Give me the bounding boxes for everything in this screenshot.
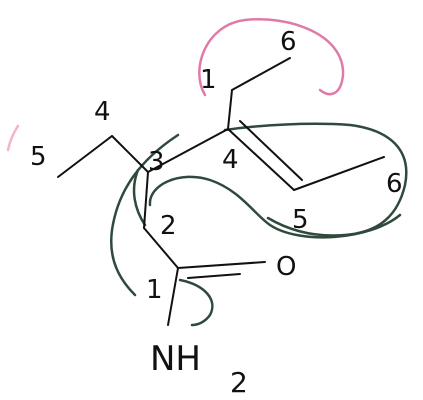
bond-4b-1b	[227, 89, 233, 130]
amine-label: NH	[150, 339, 201, 379]
bond-3-2	[143, 171, 149, 229]
bond-group	[57, 57, 385, 326]
green-lower-left	[132, 168, 147, 227]
bond-2-1	[143, 227, 179, 269]
bond-4b-5b	[227, 128, 295, 191]
bond-4b-5b-double	[239, 120, 303, 181]
bond-5b-6b	[293, 156, 385, 191]
pink-loop-top	[198, 18, 345, 97]
bond-1-N	[167, 267, 179, 326]
atom-label-1: 1	[146, 275, 163, 305]
atom-label-2: 2	[160, 211, 177, 241]
bond-3-4b	[147, 128, 229, 173]
bond-4-3	[111, 135, 149, 173]
atom-label-3: 3	[148, 147, 165, 177]
bond-1b-6	[231, 57, 291, 91]
atom-label-5b: 5	[292, 205, 309, 235]
atom-label-5: 5	[30, 142, 47, 172]
green-outer-loop	[223, 122, 408, 237]
atom-label-4: 4	[94, 97, 111, 127]
bond-5-4	[57, 135, 113, 178]
label-group: 5 4 3 4 1 6 5 6 2 1 O NH 2	[30, 27, 403, 399]
green-chain-loop	[109, 133, 180, 297]
bond-1-O	[177, 261, 266, 269]
atom-label-6: 6	[280, 27, 297, 57]
bond-1-O-double	[187, 273, 241, 279]
pink-mark-left	[6, 124, 20, 152]
atom-label-4b: 4	[222, 145, 239, 175]
atom-label-6b: 6	[386, 169, 403, 199]
atom-label-oxygen: O	[276, 252, 296, 282]
amine-subscript: 2	[230, 366, 248, 399]
green-near-nh2	[178, 278, 214, 327]
green-inner-curve	[148, 175, 402, 239]
green-highlight-group	[109, 122, 408, 327]
pink-highlight-group	[6, 18, 345, 152]
atom-label-1b: 1	[200, 65, 217, 95]
